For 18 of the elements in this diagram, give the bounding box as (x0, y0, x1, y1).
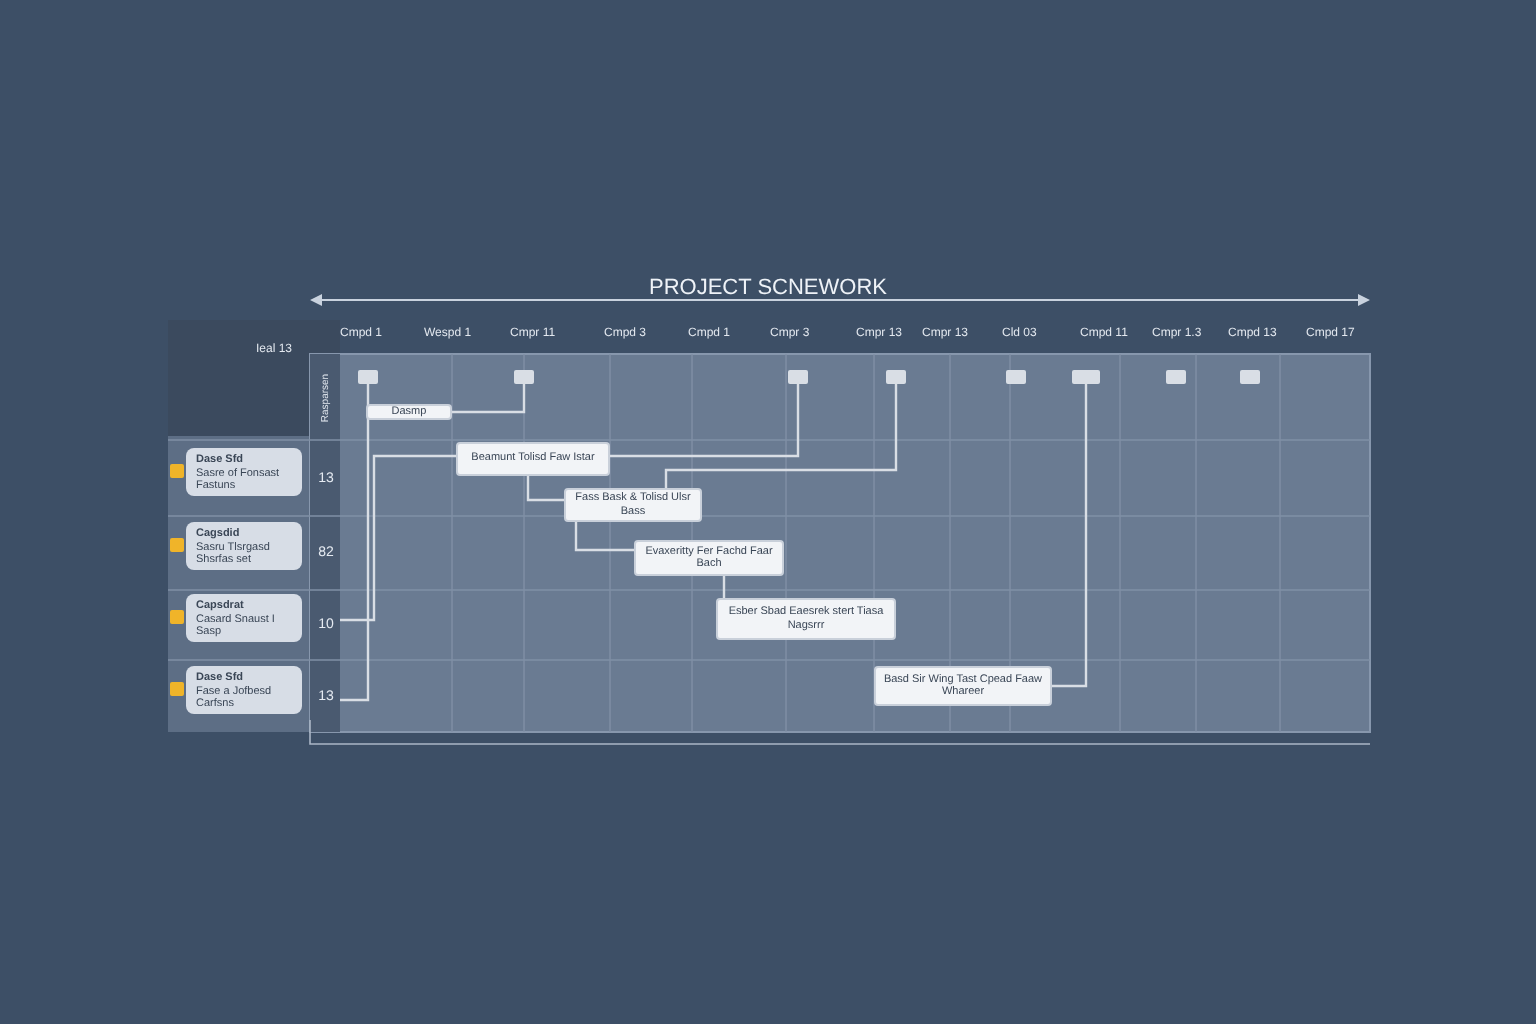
connector-line (664, 384, 898, 488)
connector-line (452, 384, 526, 414)
milestone-marker (358, 370, 378, 384)
milestone-marker (1166, 370, 1186, 384)
connector-line (340, 454, 456, 622)
milestone-marker (1006, 370, 1026, 384)
milestone-marker (1240, 370, 1260, 384)
connector-line (340, 384, 370, 702)
connector-line (574, 522, 634, 552)
connector-line (610, 384, 800, 458)
milestone-marker (1072, 370, 1100, 384)
milestone-marker (788, 370, 808, 384)
milestone-marker (514, 370, 534, 384)
connector-line (722, 576, 726, 598)
connector-line (1052, 384, 1088, 688)
connector-line (526, 476, 564, 502)
title: PROJECT SCNEWORK (649, 276, 887, 300)
milestone-marker (886, 370, 906, 384)
